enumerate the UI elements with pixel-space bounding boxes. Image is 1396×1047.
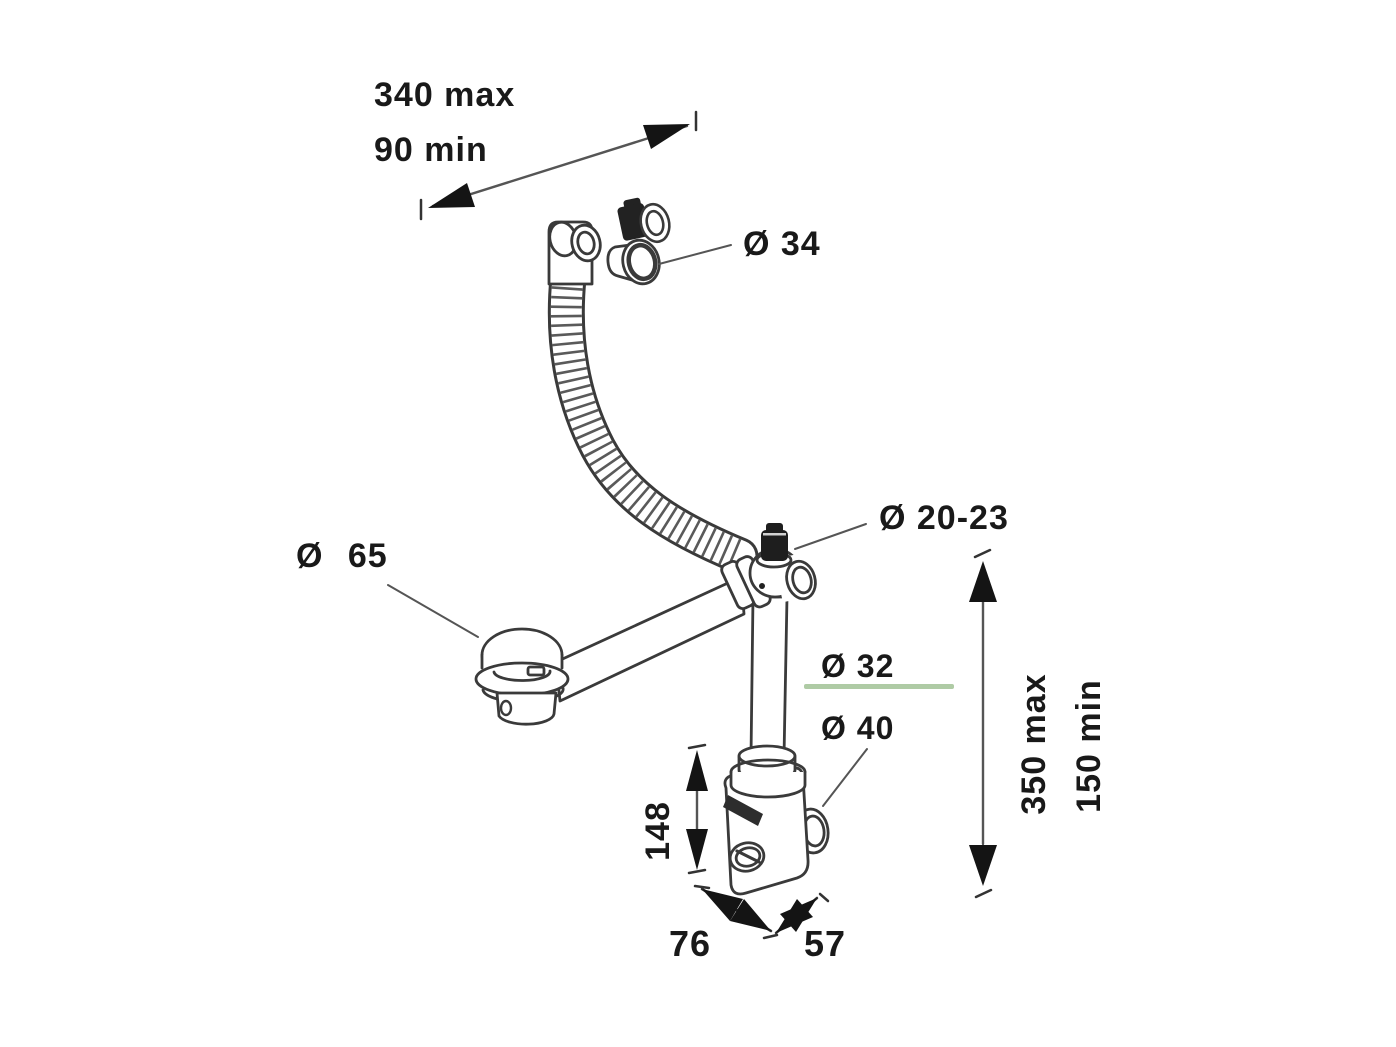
highlight-underline [804,684,954,689]
dim-label-diameter-32: Ø 32 [821,648,895,684]
leader-o34 [658,244,732,265]
dim-label-57: 57 [804,923,847,964]
trap-body-drawing [723,744,830,896]
dimension-arrow-trap-height [686,743,708,875]
standpipe-drawing [749,595,789,759]
leader-lines [387,244,868,807]
dim-label-150-min: 150 min [1070,679,1108,813]
waste-pipe-horizontal [554,575,746,703]
leader-o40 [822,748,868,807]
dim-label-148: 148 [639,801,677,861]
overflow-knob-part [617,197,671,244]
dimension-arrow-depth-57 [774,892,830,935]
leader-o20-23 [794,523,867,550]
dim-label-diameter-20-23: Ø 20-23 [879,499,1009,537]
leader-o65 [387,584,479,638]
overflow-elbow-drawing [547,220,602,286]
dim-label-350-max: 350 max [1015,673,1053,815]
dimension-arrow-vertical-span [969,548,997,899]
dim-label-340-max: 340 max [374,76,516,114]
overflow-hose-drawing [547,259,759,575]
dim-label-90-min: 90 min [374,131,488,169]
tee-fitting-drawing [720,523,817,610]
dim-label-diameter-65: Ø 65 [296,537,388,575]
dimension-arrow-horizontal-span [419,110,698,221]
waste-plug-drawing [474,627,570,726]
overflow-cap-part [606,238,661,286]
dimension-arrow-depth-76 [693,884,779,940]
dim-label-76: 76 [669,923,712,964]
dim-label-diameter-34: Ø 34 [743,225,821,263]
dim-label-diameter-40: Ø 40 [821,710,895,746]
